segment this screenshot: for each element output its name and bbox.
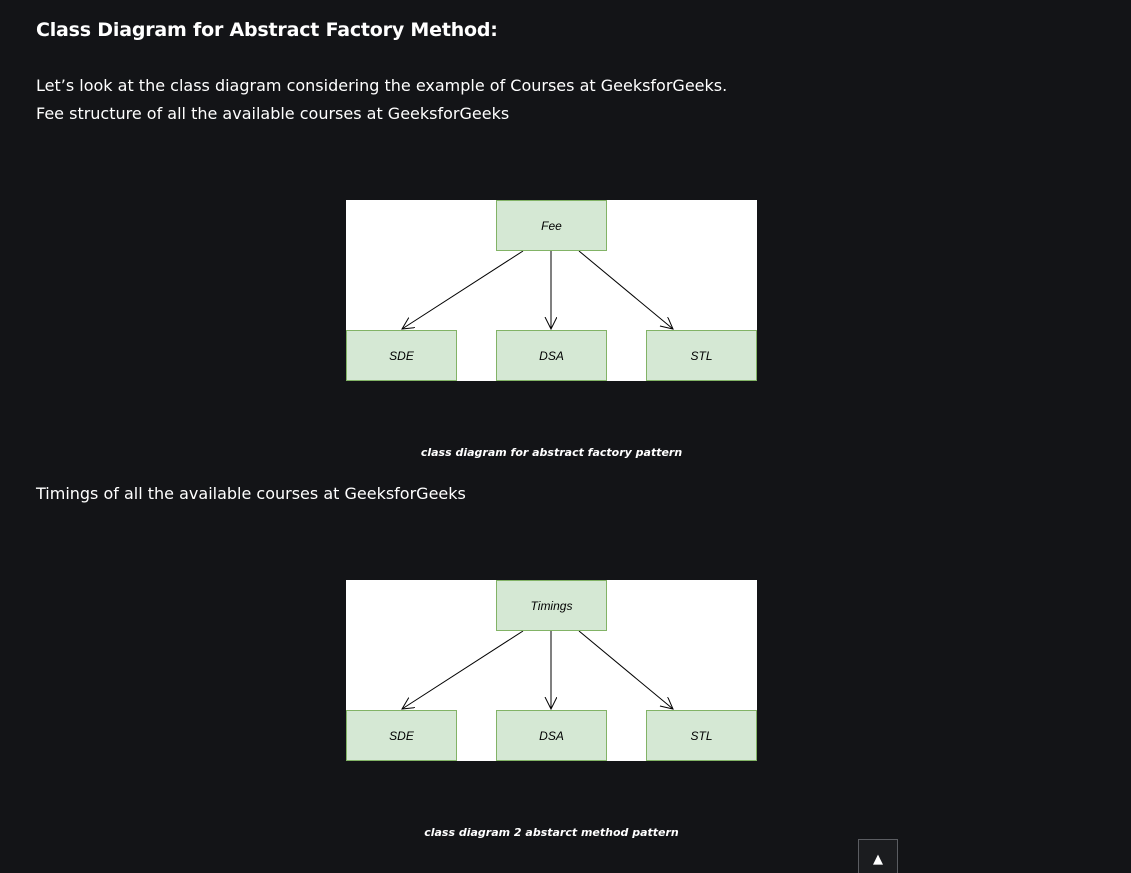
arrow-to-sde	[402, 250, 524, 329]
timings-paragraph: Timings of all the available courses at …	[36, 484, 466, 503]
fee-diagram-arrows	[346, 250, 757, 381]
stl-class-box: STL	[646, 330, 757, 381]
dsa-class-box: DSA	[496, 710, 607, 761]
timings-diagram-arrows	[346, 630, 757, 761]
arrow-up-icon: ▲	[873, 851, 883, 867]
intro-paragraph: Let’s look at the class diagram consider…	[36, 72, 727, 128]
timings-diagram-caption: class diagram 2 abstarct method pattern	[424, 826, 679, 839]
arrow-to-sde	[402, 630, 524, 709]
arrow-to-stl	[578, 630, 673, 709]
scroll-to-top-button[interactable]: ▲	[858, 839, 898, 873]
intro-line-1: Let’s look at the class diagram consider…	[36, 76, 728, 95]
arrow-to-stl	[578, 250, 673, 329]
sde-class-box: SDE	[346, 710, 457, 761]
sde-class-box: SDE	[346, 330, 457, 381]
fee-class-diagram: Fee SDE DSA STL	[346, 200, 757, 381]
stl-class-box: STL	[646, 710, 757, 761]
timings-class-diagram: Timings SDE DSA STL	[346, 580, 757, 761]
fee-diagram-caption: class diagram for abstract factory patte…	[420, 446, 683, 459]
timings-class-box: Timings	[496, 580, 607, 631]
fee-class-box: Fee	[496, 200, 607, 251]
dsa-class-box: DSA	[496, 330, 607, 381]
intro-line-2: Fee structure of all the available cours…	[36, 104, 510, 123]
section-heading: Class Diagram for Abstract Factory Metho…	[36, 19, 498, 41]
